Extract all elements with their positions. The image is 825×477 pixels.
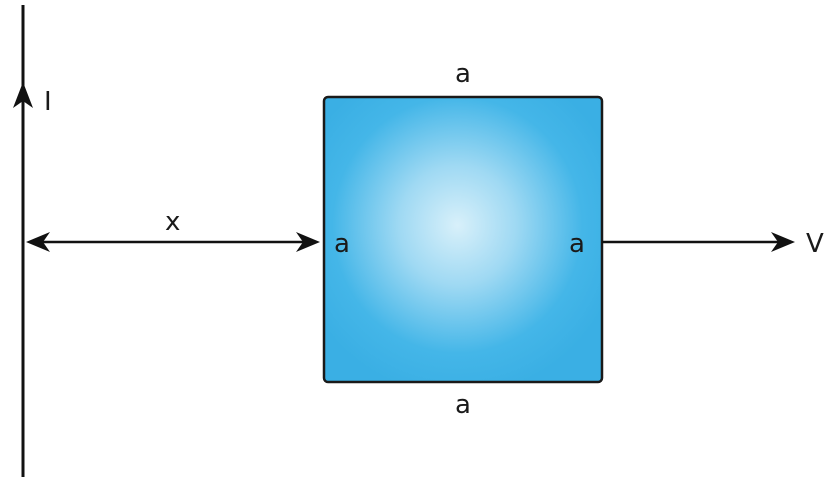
current-label: I [44, 87, 52, 117]
distance-arrow-left-icon [26, 232, 50, 252]
distance-arrow-right-icon [296, 232, 320, 252]
current-arrow-icon [13, 82, 33, 108]
square-loop [322, 95, 604, 384]
side-right-label: a [569, 229, 585, 259]
side-left-label: a [334, 229, 350, 259]
velocity-label: V [806, 229, 824, 259]
side-top-label: a [455, 59, 471, 89]
velocity-arrow-icon [771, 232, 795, 252]
distance-label: x [165, 207, 180, 237]
side-bottom-label: a [455, 390, 471, 420]
